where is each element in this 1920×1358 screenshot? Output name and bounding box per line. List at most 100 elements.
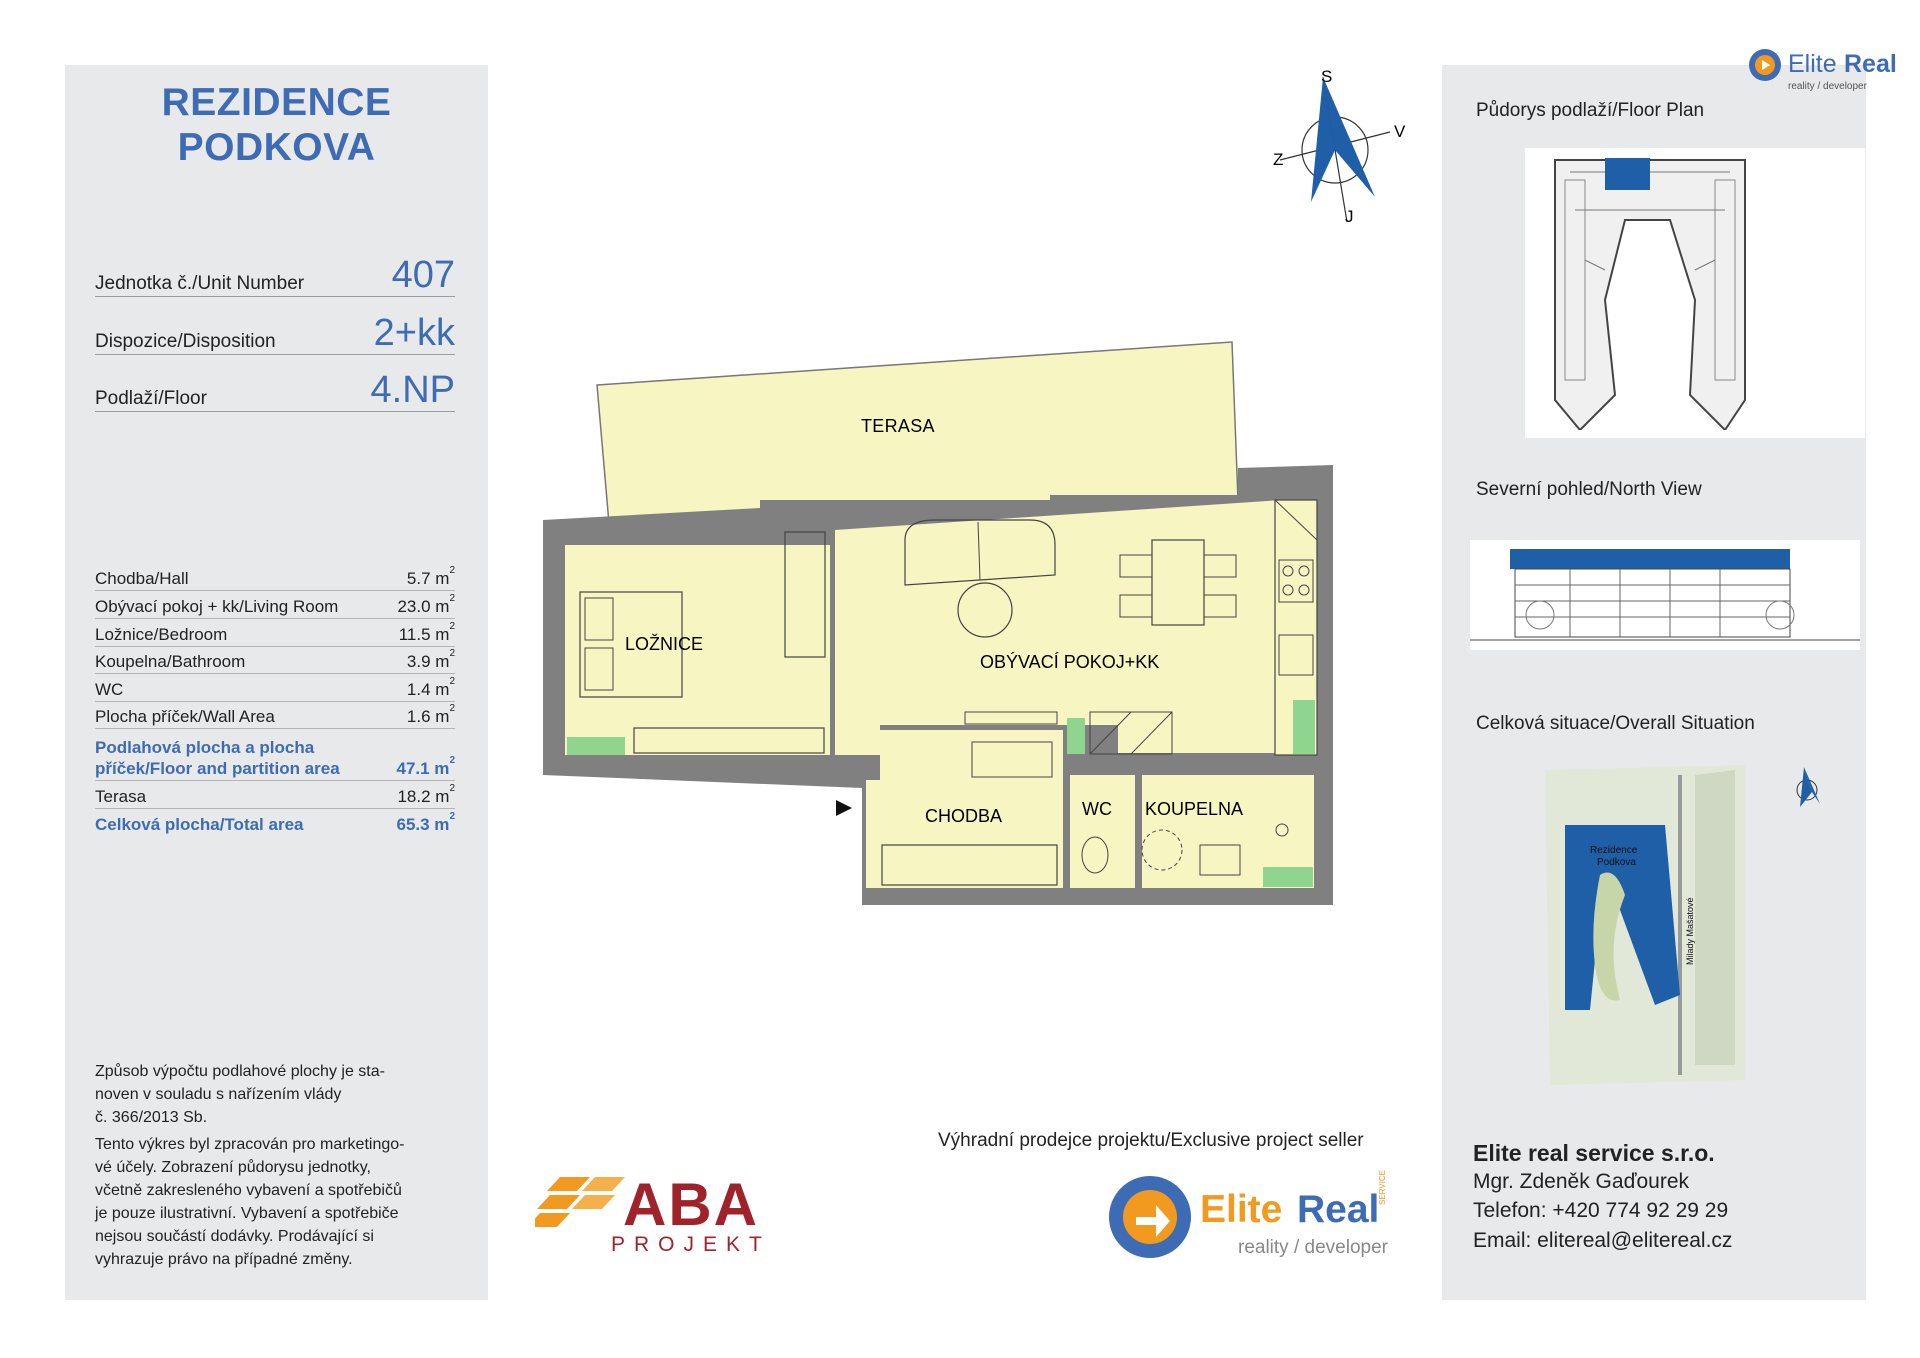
unit-number-row: Jednotka č./Unit Number 407 bbox=[95, 253, 455, 297]
label-loznice: LOŽNICE bbox=[625, 634, 703, 654]
shelf bbox=[633, 727, 825, 754]
area-label: Obývací pokoj + kk/Living Room bbox=[95, 597, 339, 616]
seller-caption: Výhradní prodejce projektu/Exclusive pro… bbox=[938, 1130, 1364, 1151]
radiator-bathroom bbox=[1263, 867, 1313, 887]
situation-compass-icon bbox=[1796, 767, 1820, 807]
area-label: Terasa bbox=[95, 787, 147, 806]
radiator-bedroom bbox=[567, 737, 625, 755]
logo-service: SERVICE bbox=[1378, 1170, 1387, 1205]
area-label: Celková plocha/Total area bbox=[95, 815, 304, 834]
situation-building-label-1: Rezidence bbox=[1590, 845, 1638, 856]
unit-number-label: Jednotka č./Unit Number bbox=[95, 273, 305, 294]
washing-machine bbox=[1275, 823, 1289, 837]
elitereal-logo-small-icon bbox=[1749, 49, 1781, 81]
bedroom-floor bbox=[565, 545, 830, 755]
marketing-disclaimer: Tento výkres byl zpracován pro marketing… bbox=[95, 1136, 405, 1268]
aba-logo-subtext: PROJEKT bbox=[611, 1233, 771, 1256]
small-logo-real: Real bbox=[1844, 50, 1897, 78]
company-name: Elite real service s.r.o. bbox=[1473, 1140, 1715, 1166]
north-view-title: Severní pohled/North View bbox=[1476, 479, 1702, 500]
area-value: 3.9 m2 bbox=[406, 648, 455, 671]
bed bbox=[579, 591, 683, 698]
area-value: 11.5 m2 bbox=[398, 621, 455, 644]
label-obyvaci: OBÝVACÍ POKOJ+KK bbox=[980, 652, 1159, 672]
label-koupelna: KOUPELNA bbox=[1145, 799, 1243, 819]
wc-floor bbox=[1070, 775, 1135, 888]
sink bbox=[1199, 844, 1241, 876]
floor-label: Podlaží/Floor bbox=[95, 388, 207, 409]
compass-north: S bbox=[1321, 67, 1332, 86]
toilet bbox=[1081, 836, 1109, 874]
aba-logo-stripes bbox=[535, 1177, 625, 1227]
north-view-elevation bbox=[1470, 549, 1860, 641]
area-value: 47.1 m2 bbox=[396, 755, 456, 778]
logo-real-word: Real bbox=[1297, 1188, 1380, 1231]
situation-building-label-2: Podkova bbox=[1597, 857, 1636, 868]
shower bbox=[1141, 829, 1183, 871]
floor-value: 4.NP bbox=[370, 369, 455, 411]
logo-elite-word: Elite bbox=[1200, 1188, 1283, 1231]
situation-street-label: Milady Mašatové bbox=[1685, 897, 1695, 965]
radiator-living bbox=[1067, 718, 1085, 754]
building-floor-plan-thumbnail bbox=[1554, 158, 1746, 430]
contact-email[interactable]: Email: elitereal@elitereal.cz bbox=[1473, 1229, 1733, 1252]
compass-east: V bbox=[1394, 122, 1406, 141]
compass-west: Z bbox=[1273, 150, 1283, 169]
coffee-table bbox=[957, 582, 1013, 638]
area-label: Koupelna/Bathroom bbox=[95, 652, 246, 671]
site-situation-map: Rezidence Podkova Milady Mašatové bbox=[1545, 765, 1745, 1085]
compass-rose: S V J Z bbox=[1273, 67, 1406, 226]
area-row: Koupelna/Bathroom 3.9 m2 bbox=[95, 648, 455, 674]
area-row: Obývací pokoj + kk/Living Room 23.0 m2 bbox=[95, 593, 455, 619]
area-value: 5.7 m2 bbox=[406, 565, 455, 588]
area-row: WC 1.4 m2 bbox=[95, 676, 455, 702]
label-chodba: CHODBA bbox=[925, 806, 1002, 826]
floor-row: Podlaží/Floor 4.NP bbox=[95, 368, 455, 412]
logo-tagline: reality / developer bbox=[1238, 1237, 1388, 1258]
unit-number-value: 407 bbox=[391, 254, 455, 296]
area-value: 23.0 m2 bbox=[397, 593, 455, 616]
contact-phone[interactable]: Telefon: +420 774 92 29 29 bbox=[1473, 1199, 1729, 1222]
label-wc: WC bbox=[1082, 799, 1112, 819]
area-row: Plocha příček/Wall Area 1.6 m2 bbox=[95, 703, 455, 729]
area-row-total: Celková plocha/Total area 65.3 m2 bbox=[95, 810, 455, 836]
contact-person: Mgr. Zdeněk Gaďourek bbox=[1473, 1170, 1690, 1193]
project-title-line2: PODKOVA bbox=[177, 126, 376, 169]
hall-cabinet bbox=[881, 844, 1058, 886]
small-logo-tag: reality / developer bbox=[1788, 81, 1867, 92]
area-label: Ložnice/Bedroom bbox=[95, 625, 228, 644]
elitereal-logo-icon bbox=[1109, 1176, 1191, 1258]
dining-table bbox=[1151, 539, 1205, 626]
radiator-kitchen bbox=[1293, 700, 1315, 754]
aba-logo-text: ABA bbox=[623, 1171, 759, 1238]
info-panel: REZIDENCE PODKOVA Jednotka č./Unit Numbe… bbox=[65, 65, 488, 1300]
project-title-line1: REZIDENCE bbox=[161, 81, 392, 124]
area-value: 65.3 m2 bbox=[396, 811, 456, 834]
area-row: Chodba/Hall 5.7 m2 bbox=[95, 565, 455, 591]
aba-projekt-logo: ABA PROJEKT bbox=[535, 1175, 795, 1260]
compass-south: J bbox=[1345, 207, 1354, 226]
area-value: 18.2 m2 bbox=[397, 783, 455, 806]
area-value: 1.4 m2 bbox=[406, 676, 455, 699]
disposition-label: Dispozice/Disposition bbox=[95, 331, 276, 352]
situation-title: Celková situace/Overall Situation bbox=[1476, 713, 1755, 734]
area-value: 1.6 m2 bbox=[406, 703, 455, 726]
wardrobe bbox=[784, 531, 826, 658]
area-row: Terasa 18.2 m2 bbox=[95, 783, 455, 809]
tv-stand bbox=[964, 711, 1058, 725]
entry-arrow bbox=[836, 800, 852, 816]
label-terasa: TERASA bbox=[861, 416, 935, 436]
living-room-floor bbox=[835, 500, 1282, 753]
sofa bbox=[904, 519, 1056, 586]
small-logo-elite: Elite bbox=[1788, 50, 1837, 78]
disposition-row: Dispozice/Disposition 2+kk bbox=[95, 311, 455, 355]
area-label: Chodba/Hall bbox=[95, 569, 189, 588]
area-calculation-note: Způsob výpočtu podlahové plochy je sta-n… bbox=[95, 1063, 385, 1126]
disposition-value: 2+kk bbox=[373, 312, 455, 354]
elitereal-logo: Elite Real reality / developer SERVICE bbox=[1108, 1165, 1408, 1275]
area-row: Ložnice/Bedroom 11.5 m2 bbox=[95, 621, 455, 647]
floor-plan-title: Půdorys podlaží/Floor Plan bbox=[1476, 100, 1705, 121]
